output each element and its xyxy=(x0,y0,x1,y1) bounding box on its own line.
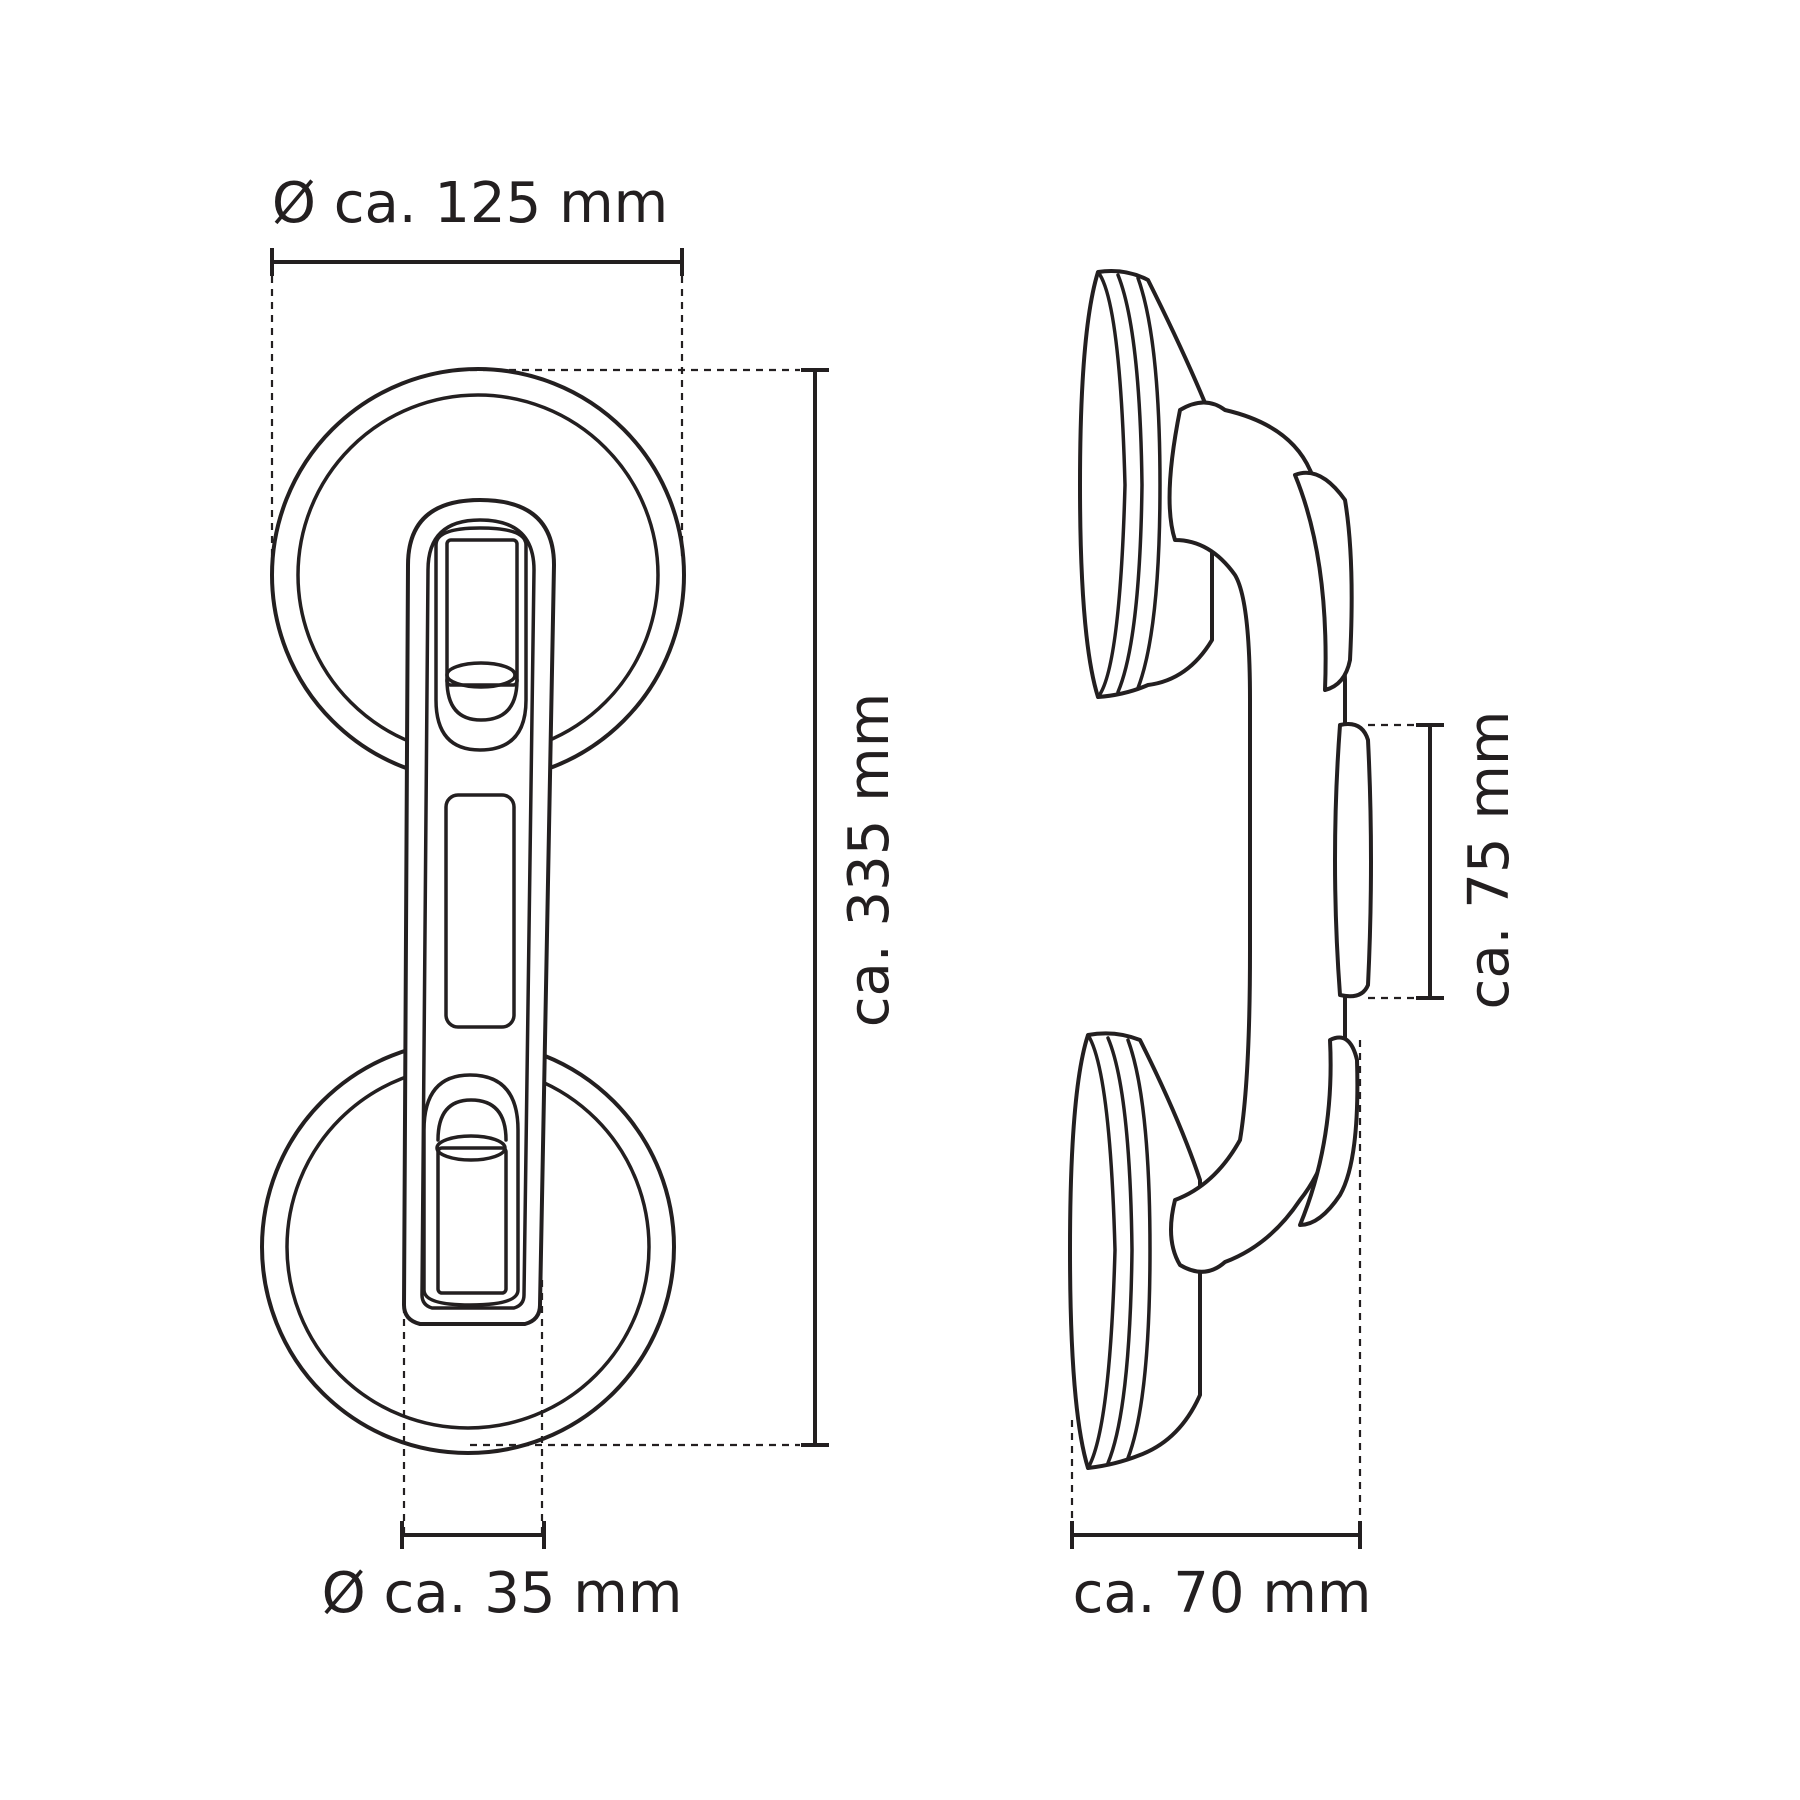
depth-dimension: ca. 70 mm xyxy=(1070,1040,1372,1626)
center-grip-pad-side xyxy=(1333,722,1373,999)
center-grip-recess xyxy=(444,793,516,1029)
handle-diameter-dimension: Ø ca. 35 mm xyxy=(322,1280,683,1626)
total-length-dimension: ca. 335 mm xyxy=(470,368,902,1447)
top-release-slot xyxy=(434,526,528,752)
front-view: Ø ca. 125 mm ca. 335 mm Ø ca. 35 mm xyxy=(260,171,902,1626)
side-view: ca. 75 mm ca. 70 mm xyxy=(1068,269,1522,1626)
cup-diameter-dimension: Ø ca. 125 mm xyxy=(270,171,684,560)
grip-pad-top-side xyxy=(1293,470,1354,692)
bottom-suction-cup-side xyxy=(1068,1031,1202,1470)
handle-diameter-label: Ø ca. 35 mm xyxy=(322,1561,683,1626)
grip-length-dimension: ca. 75 mm xyxy=(1368,711,1522,1010)
handle-bar-front xyxy=(402,498,556,1326)
cup-diameter-label: Ø ca. 125 mm xyxy=(272,171,668,236)
total-length-label: ca. 335 mm xyxy=(837,693,902,1028)
depth-label: ca. 70 mm xyxy=(1073,1561,1372,1626)
bottom-release-slot xyxy=(422,1073,520,1307)
grip-pad-bottom-side xyxy=(1298,1035,1360,1227)
grip-length-label: ca. 75 mm xyxy=(1457,711,1522,1010)
top-suction-cup-side xyxy=(1078,269,1214,699)
